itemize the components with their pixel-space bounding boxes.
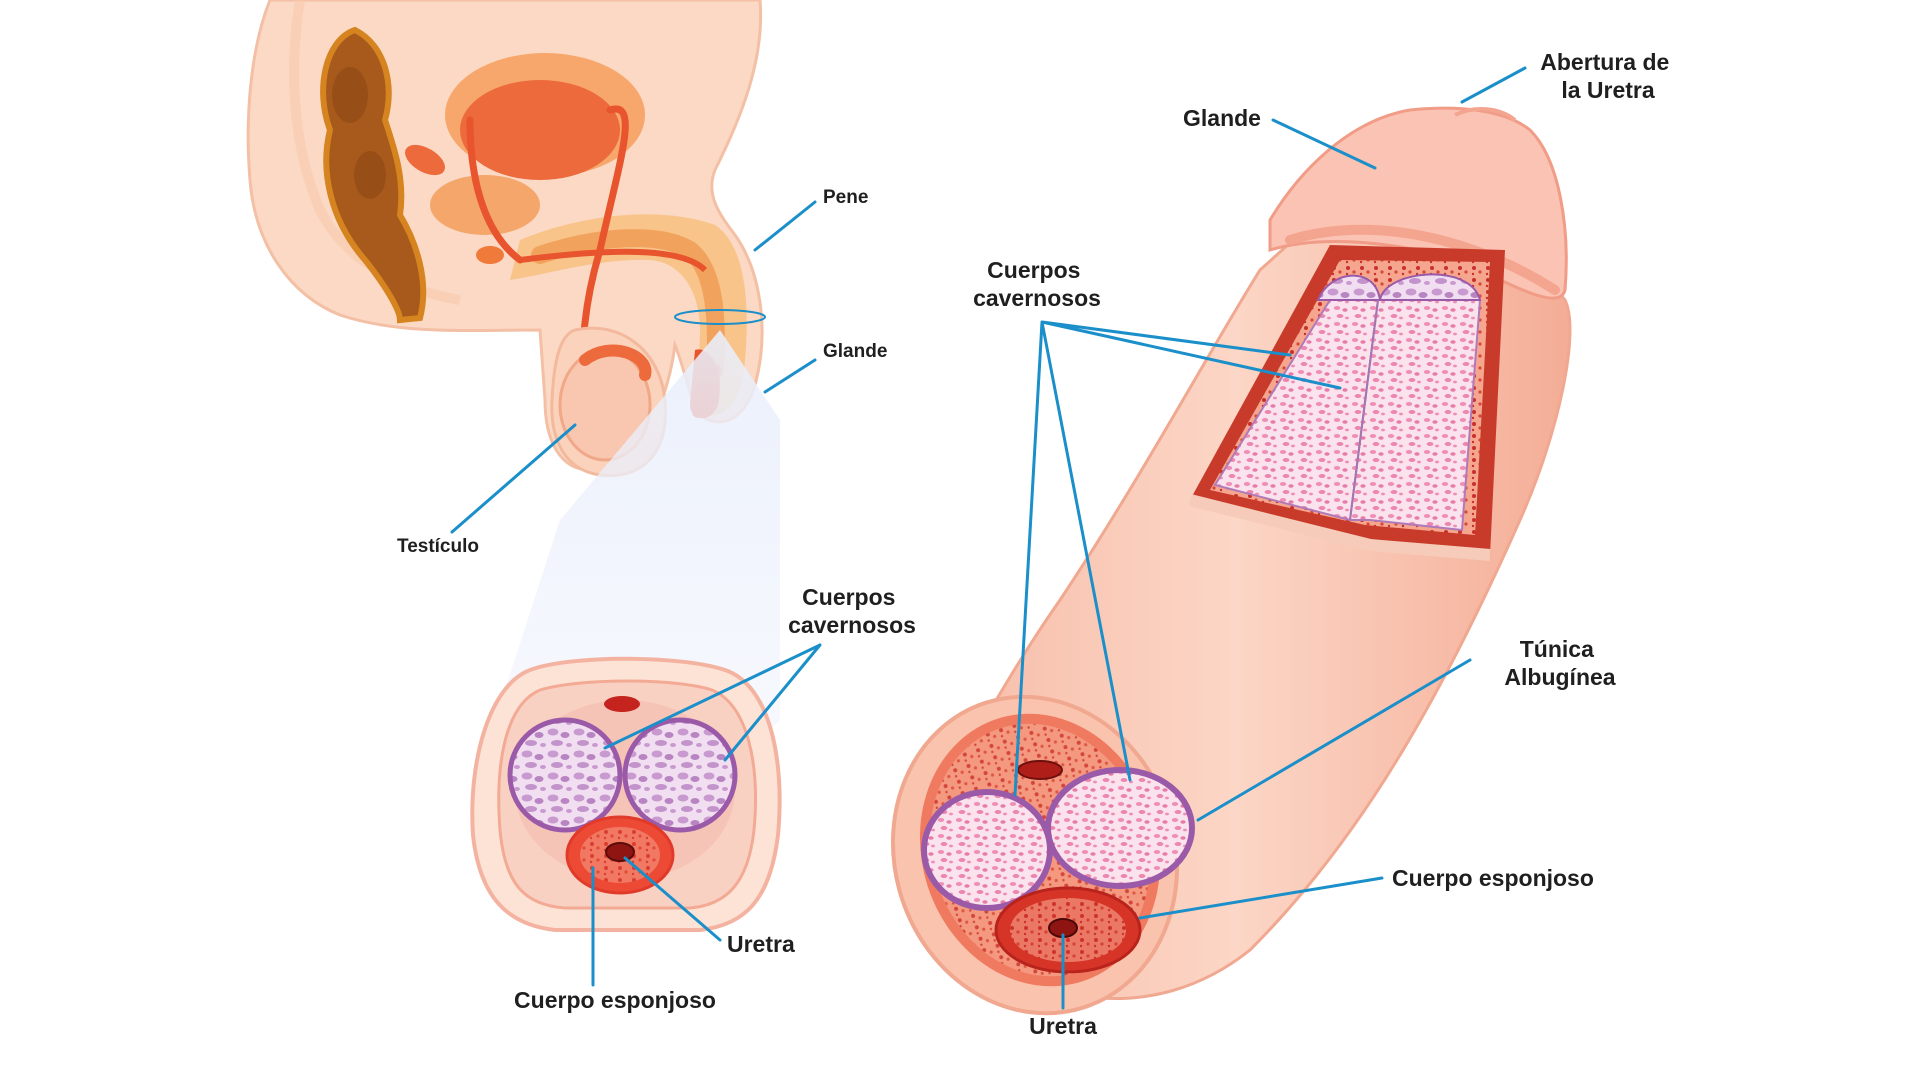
leader-glande-large [1271,118,1377,170]
leader-uretra-cross [623,856,722,942]
label-cuerpos-cavernosos-cross: Cuerpos cavernosos [788,584,916,638]
sagittal-view [246,0,766,478]
leader-cavernosos-cross [603,643,822,762]
label-uretra-cross: Uretra [727,931,795,957]
leader-abertura [1460,66,1527,104]
end-cavernoso-left [921,789,1053,911]
label-glande-small: Glande [823,341,887,362]
leader-cavernosos-large [1013,320,1342,797]
label-pene: Pene [823,187,868,208]
label-cuerpos-cavernosos-large: Cuerpos cavernosos [973,257,1101,311]
shaft-3d-view [890,106,1572,1016]
leader-testiculo [450,423,577,534]
label-uretra-large: Uretra [1029,1013,1097,1039]
leader-tunica [1196,658,1472,822]
cut-plane-marker [674,309,766,325]
label-cuerpo-esponjoso-cross: Cuerpo esponjoso [514,987,716,1013]
leader-glande-small [763,358,817,394]
label-glande-large: Glande [1183,105,1261,131]
zoom-beam [495,330,780,740]
label-abertura-uretra: Abertura de la Uretra [1540,49,1675,103]
cross-cavernoso-right [622,717,738,833]
cross-section [470,656,782,932]
cross-cavernoso-left [507,717,623,833]
cross-uretra [605,842,635,862]
label-testiculo: Testículo [397,536,479,557]
end-cavernoso-right [1045,767,1195,889]
leader-pene [753,200,817,252]
penis-side [510,214,747,416]
label-cuerpo-esponjoso-large: Cuerpo esponjoso [1392,865,1594,891]
label-tunica-albuginea: Túnica Albugínea [1504,636,1615,690]
leader-esponjoso-large [1138,876,1384,920]
